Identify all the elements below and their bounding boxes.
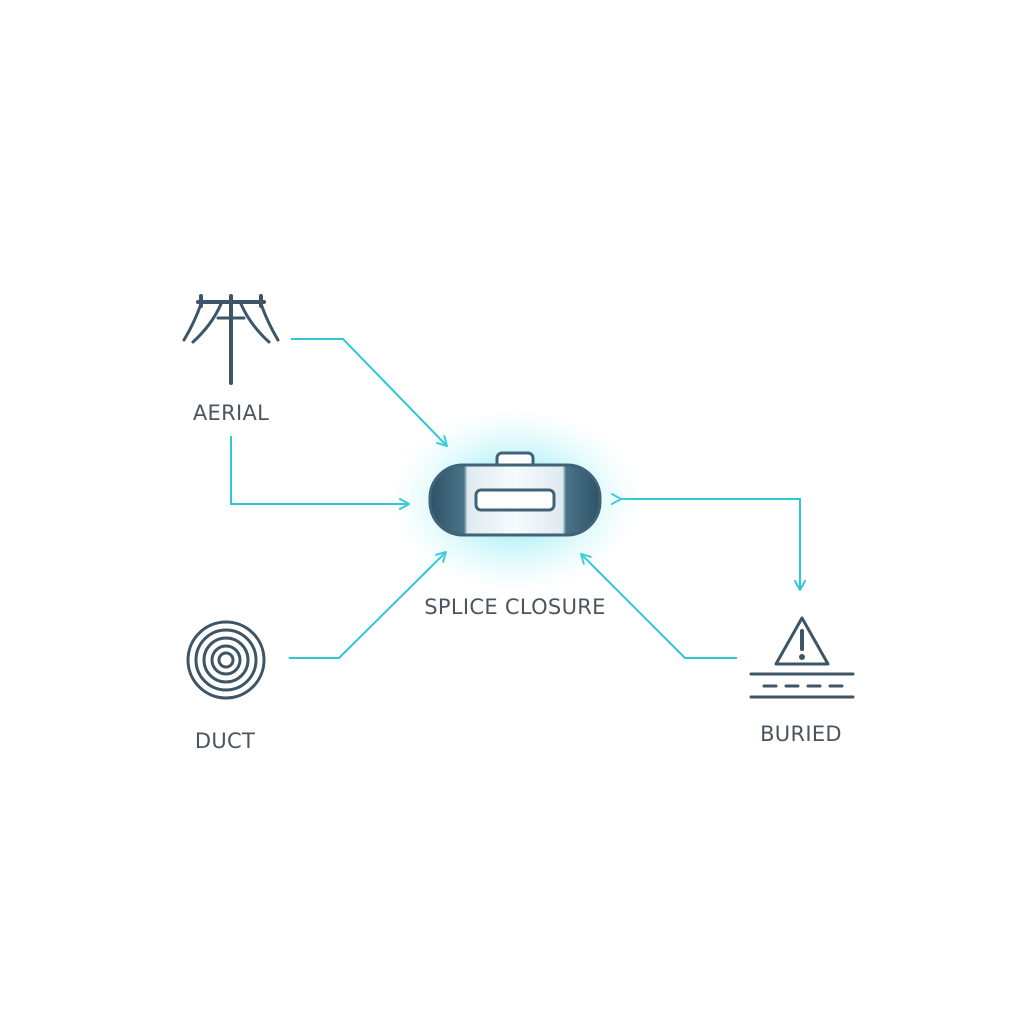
duct-label: DUCT bbox=[195, 729, 255, 753]
aerial-label: AERIAL bbox=[193, 401, 269, 425]
aerial-to-closure-upper-arrow bbox=[291, 338, 448, 447]
buried-to-closure-arrow bbox=[580, 553, 737, 659]
duct-to-closure-arrow bbox=[289, 551, 447, 659]
aerial-to-closure-lower-arrow bbox=[230, 436, 410, 510]
buried-label: BURIED bbox=[760, 722, 842, 746]
closure-buried-link-arrow bbox=[611, 493, 806, 591]
closure-window bbox=[474, 488, 556, 512]
utility-pole-icon bbox=[182, 294, 280, 385]
duct-rings-icon bbox=[186, 620, 266, 700]
splice-closure-icon bbox=[391, 408, 641, 592]
buried-warning-icon bbox=[749, 616, 855, 699]
connectors bbox=[230, 338, 806, 659]
splice-closure-label: SPLICE CLOSURE bbox=[424, 595, 605, 619]
